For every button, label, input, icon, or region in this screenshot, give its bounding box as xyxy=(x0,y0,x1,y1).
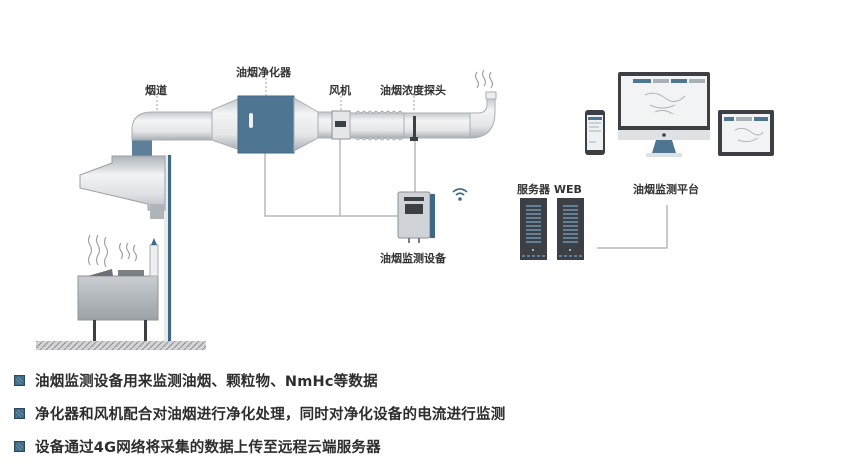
smoke-icon xyxy=(87,69,494,268)
feature-item: 油烟监测设备用来监测油烟、颗粒物、NmHc等数据 xyxy=(14,371,505,390)
purifier-unit xyxy=(237,95,319,154)
feature-text: 净化器和风机配合对油烟进行净化处理，同时对净化设备的电流进行监测 xyxy=(35,407,506,423)
label-server: 服务器 WEB xyxy=(517,183,582,196)
wifi-icon xyxy=(452,188,468,201)
tablet-device xyxy=(718,110,774,156)
stove xyxy=(77,238,159,341)
range-hood xyxy=(79,140,166,219)
server-rack xyxy=(520,198,584,260)
bullet-square-icon xyxy=(14,408,25,419)
feature-text: 设备通过4G网络将采集的数据上传至远程云端服务器 xyxy=(35,440,381,456)
label-purifier: 油烟净化器 xyxy=(236,66,291,79)
monitoring-device xyxy=(397,191,435,243)
corrugated-duct xyxy=(349,110,405,141)
desktop-monitor xyxy=(618,72,710,157)
phone-device xyxy=(585,110,605,155)
feature-item: 设备通过4G网络将采集的数据上传至远程云端服务器 xyxy=(14,437,505,456)
flue-duct xyxy=(131,97,241,151)
system-diagram xyxy=(36,69,774,350)
connection-lines xyxy=(264,130,668,249)
feature-item: 净化器和风机配合对油烟进行净化处理，同时对净化设备的电流进行监测 xyxy=(14,404,505,423)
fan-unit xyxy=(331,110,351,140)
wall-column xyxy=(164,155,172,341)
feature-text: 油烟监测设备用来监测油烟、颗粒物、NmHc等数据 xyxy=(35,374,378,390)
label-platform: 油烟监测平台 xyxy=(633,183,699,196)
probe-and-outlet-duct xyxy=(403,91,497,141)
label-monitor-device: 油烟监测设备 xyxy=(380,252,446,265)
label-flue: 烟道 xyxy=(145,84,167,97)
label-probe: 油烟浓度探头 xyxy=(380,84,446,97)
feature-list: 油烟监测设备用来监测油烟、颗粒物、NmHc等数据 净化器和风机配合对油烟进行净化… xyxy=(14,371,505,470)
bullet-square-icon xyxy=(14,375,25,386)
floor xyxy=(36,341,206,350)
duct-segment xyxy=(317,111,333,139)
bullet-square-icon xyxy=(14,441,25,452)
label-fan: 风机 xyxy=(329,84,351,97)
